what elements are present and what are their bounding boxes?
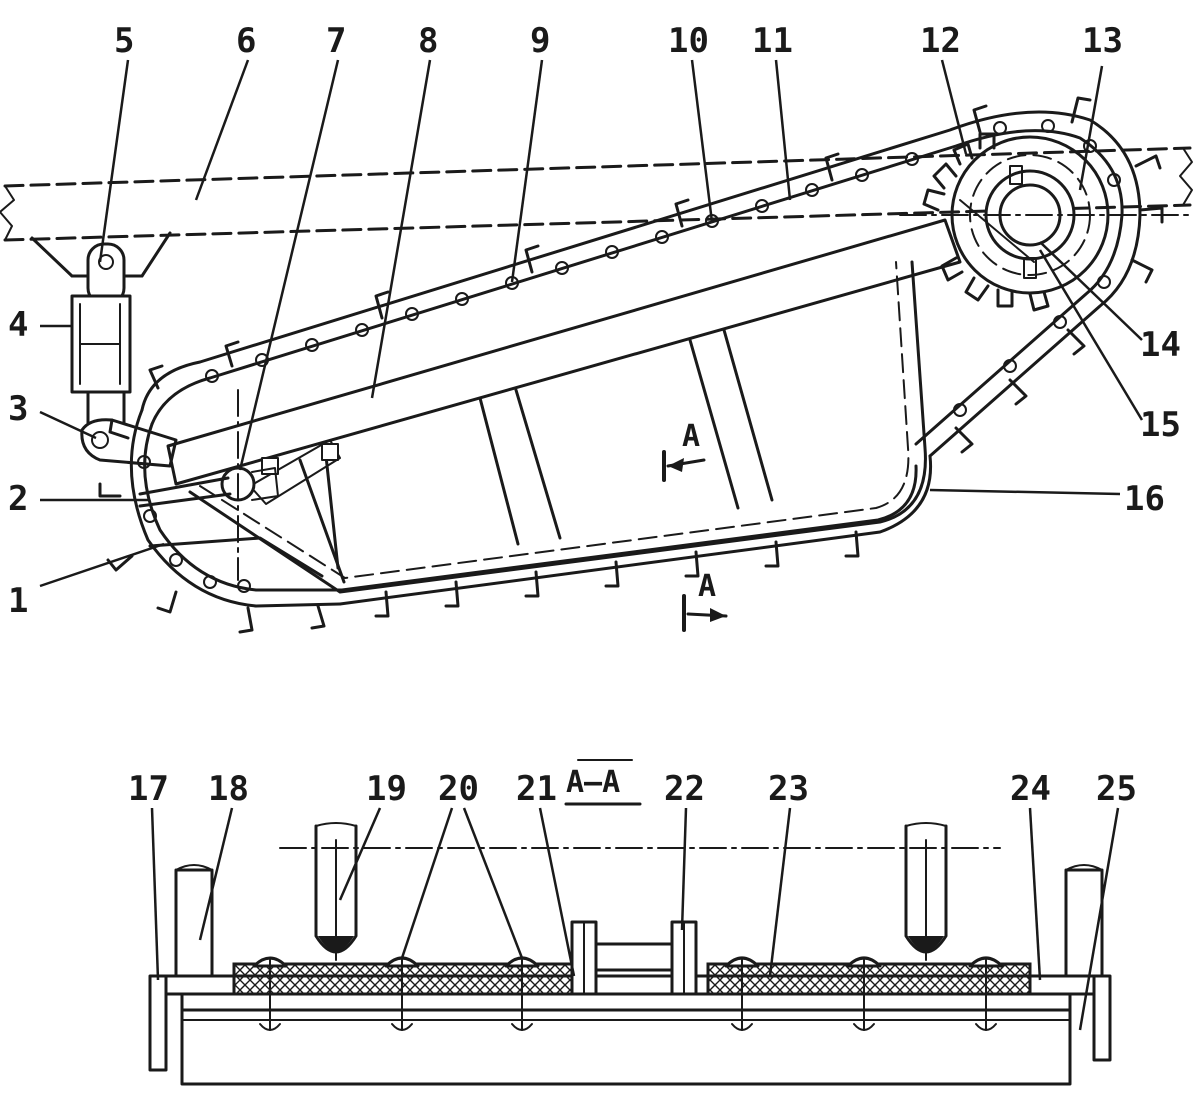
callout-24: 24 (1010, 769, 1051, 809)
section-title: A–A (564, 759, 642, 806)
callout-19: 19 (366, 769, 407, 809)
top-leaders (39, 59, 1144, 588)
callout-5: 5 (114, 21, 134, 61)
callout-6: 6 (236, 21, 256, 61)
grousers-front (98, 364, 326, 634)
callout-2: 2 (8, 479, 28, 519)
callout-17: 17 (128, 769, 169, 809)
track-upper-run (140, 96, 1164, 426)
sprocket-teeth (922, 132, 1050, 312)
callout-25: 25 (1096, 769, 1137, 809)
section-leaders (150, 807, 1120, 1031)
section-marker-top: A (682, 419, 700, 454)
bolts (252, 956, 1004, 1031)
callout-8: 8 (418, 21, 438, 61)
section-cut-marks: A A (662, 419, 728, 632)
chain-links-upper (205, 119, 1121, 383)
callout-10: 10 (668, 21, 709, 61)
callout-3: 3 (8, 389, 28, 429)
track-rear-run (914, 213, 1154, 458)
callout-7: 7 (326, 21, 346, 61)
callout-9: 9 (530, 21, 550, 61)
callout-20: 20 (438, 769, 479, 809)
callout-4: 4 (8, 305, 28, 345)
pivot-lever (80, 418, 178, 468)
sprocket-tooth-left (314, 822, 358, 961)
callout-16: 16 (1124, 479, 1165, 519)
grousers-bottom (374, 530, 860, 618)
guide-post-left (174, 864, 214, 978)
grousers-upper (224, 96, 1164, 368)
callout-1: 1 (8, 581, 28, 621)
guide-post-right (1064, 864, 1104, 978)
callout-18: 18 (208, 769, 249, 809)
grousers-rear (954, 258, 1154, 454)
callout-15: 15 (1140, 405, 1181, 445)
lower-skid-frame (188, 260, 927, 594)
callout-14: 14 (1140, 325, 1181, 365)
sprocket-tooth-right (904, 822, 948, 961)
callout-12: 12 (920, 21, 961, 61)
callout-21: 21 (516, 769, 557, 809)
shock-absorber (70, 242, 132, 430)
track-front-curve (98, 364, 344, 634)
side-view: A A 1 2 3 4 5 (0, 21, 1193, 634)
section-marker-bottom: A (698, 569, 716, 604)
callout-11: 11 (752, 21, 793, 61)
section-title-text: A–A (566, 765, 620, 800)
track-bottom-run (338, 454, 933, 618)
section-view: A–A (128, 759, 1137, 1086)
front-idler (138, 389, 324, 581)
callout-23: 23 (768, 769, 809, 809)
drive-sprocket (899, 132, 1191, 312)
callout-13: 13 (1082, 21, 1123, 61)
callout-22: 22 (664, 769, 705, 809)
chain-link (570, 920, 698, 996)
main-beam (166, 218, 962, 486)
